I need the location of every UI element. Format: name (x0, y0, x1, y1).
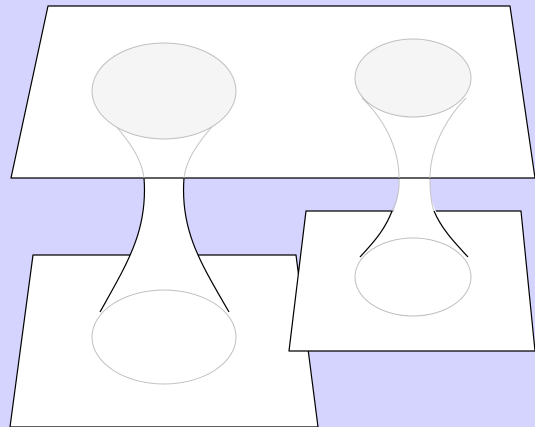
right-upper-mouth (355, 39, 471, 117)
left-upper-mouth (92, 43, 236, 139)
left-throat-fill (100, 178, 229, 312)
